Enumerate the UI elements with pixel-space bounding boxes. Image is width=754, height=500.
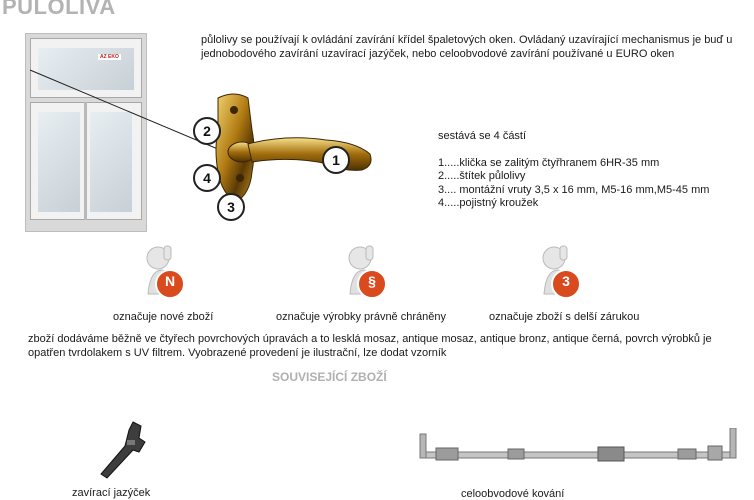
fitting-image	[419, 427, 737, 462]
window-sign: AZ EKO	[98, 54, 121, 60]
parts-heading: sestává se 4 částí	[438, 130, 527, 142]
related-item-latch[interactable]	[95, 418, 155, 484]
badge-label: označuje nové zboží	[113, 311, 214, 323]
badge-symbol: §	[368, 273, 376, 289]
callout-3: 3	[217, 193, 245, 221]
parts-item: 2.....štítek půlolivy	[438, 170, 526, 182]
badge-symbol: N	[164, 273, 176, 289]
callout-1: 1	[322, 146, 350, 174]
description-text: zboží dodáváme běžně ve čtyřech povrchov…	[28, 333, 712, 359]
parts-item: 1.....klička se zalitým čtyřhranem 6HR-3…	[438, 156, 660, 169]
badge-new: N	[140, 240, 194, 302]
related-item-label[interactable]: celoobvodové kování	[461, 488, 565, 500]
callout-4: 4	[193, 164, 221, 192]
parts-item: 3.... montážní vruty 3,5 x 16 mm, M5-16 …	[438, 183, 710, 196]
parts-list: sestává se 4 částí 1.....klička se zalit…	[438, 130, 754, 211]
badge-symbol: 3	[562, 273, 570, 289]
parts-item: 4.....pojistný kroužek	[438, 197, 539, 209]
window-photo: AZ EKO	[25, 33, 147, 232]
page-title: PULOLIVA	[2, 0, 116, 19]
related-heading: SOUVISEJÍCÍ ZBOŽÍ	[272, 370, 387, 384]
intro-text: půlolivy se používají k ovládání zavírán…	[201, 34, 733, 60]
badge-warranty: 3	[536, 240, 590, 302]
related-item-fitting[interactable]	[418, 427, 738, 474]
latch-image	[100, 421, 146, 479]
badge-label: označuje zboží s delší zárukou	[489, 311, 640, 323]
related-item-label[interactable]: zavírací jazýček	[72, 487, 151, 499]
badge-label: označuje výrobky právně chráněny	[276, 311, 446, 323]
callout-2: 2	[193, 117, 221, 145]
badge-protected: §	[342, 240, 396, 302]
